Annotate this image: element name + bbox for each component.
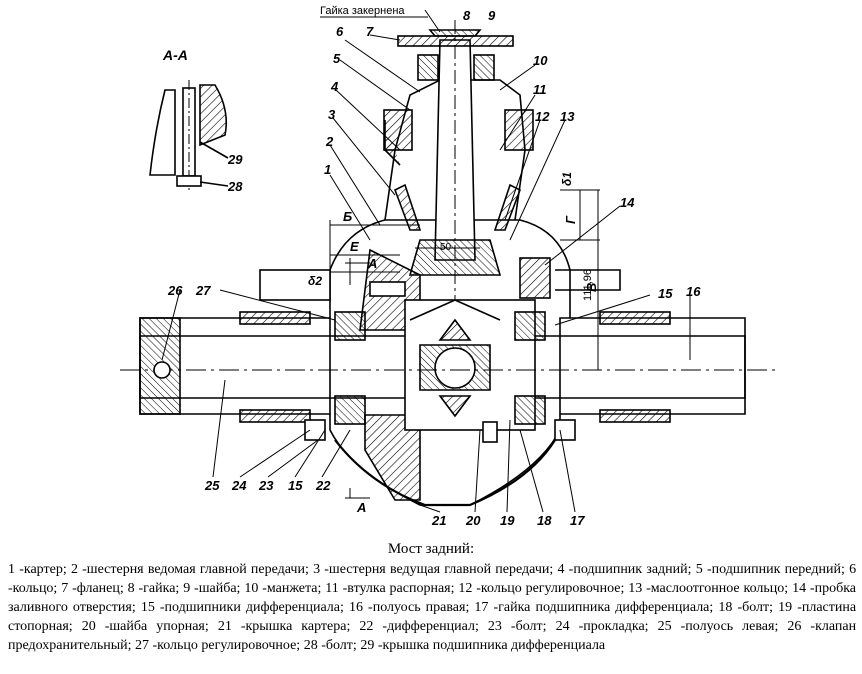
callout-19: 19 [500,513,515,528]
callout-1: 1 [324,162,331,177]
dim-delta2-label: δ2 [308,274,322,288]
callout-15-right: 15 [658,286,673,301]
legend-item: 4 -подшипник задний; [557,562,692,577]
right-axle-housing [559,317,746,415]
callout-21: 21 [431,513,446,528]
top-note: Гайка закернена [320,5,405,17]
left-diff-bearing [334,311,366,341]
callout-4: 4 [330,79,339,94]
callout-10: 10 [533,53,548,68]
callout-8: 8 [463,8,471,23]
callout-25: 25 [204,478,220,493]
parts-legend: 1 -картер; 2 -шестерня ведомая главной п… [8,560,856,655]
legend-item: 23 -болт; [487,619,547,634]
section-label: А-А [162,47,188,63]
legend-item: 10 -манжета; [244,581,322,596]
legend-item: 27 -кольцо регулировочное; [134,638,301,653]
callout-23: 23 [258,478,274,493]
dim-v-label: В [584,283,599,292]
dim-g-label: Г [563,215,578,224]
callout-13: 13 [560,109,575,124]
legend-item: 9 -шайба; [183,581,241,596]
callout-3: 3 [328,107,336,122]
legend-item: 18 -болт; [718,600,774,615]
callout-20: 20 [465,513,481,528]
callout-27: 27 [195,283,211,298]
legend-item: 20 -шайба упорная; [81,619,209,634]
legend-item: 24 -прокладка; [555,619,649,634]
callout-9: 9 [488,8,496,23]
callout-5: 5 [333,51,341,66]
rear-axle-section-drawing: Гайка закернена А-А 1 2 3 4 5 6 7 8 9 10… [120,5,780,528]
legend-item: 6 -кольцо; [8,562,857,596]
legend-item: 17 -гайка подшипника дифференциала; [474,600,714,615]
dim-a-upper-label: А [367,256,377,271]
legend-item: 26 -клапан предохранительный; [8,619,857,653]
callout-2: 2 [325,134,334,149]
legend-item: 3 -шестерня ведущая главной передачи; [313,562,554,577]
left-housing-flange [239,311,311,325]
callout-11: 11 [533,82,547,97]
right-housing-flange [599,311,671,325]
pinion-gear [408,239,502,276]
legend-item: 15 -подшипники дифференциала; [140,600,344,615]
lower-cover [334,439,556,507]
callout-18: 18 [537,513,552,528]
callout-6: 6 [336,24,344,39]
callout-26: 26 [167,283,183,298]
callout-7: 7 [366,24,374,39]
dim-a-lower-label: А [356,500,366,515]
callout-28: 28 [227,179,243,194]
legend-item: 21 -крышка картера; [217,619,351,634]
legend-item: 5 -подшипник передний; [695,562,845,577]
legend-item: 1 -картер; [8,562,67,577]
legend-item: 22 -дифференциал; [359,619,479,634]
right-diff-bearing [514,311,546,341]
dim-111-label: 111,96 [582,269,594,301]
dim-50-label: 50 [440,242,452,253]
callout-17: 17 [570,513,585,528]
dim-delta1-label: δ1 [560,172,574,186]
legend-item: 7 -фланец; [61,581,124,596]
caption-title: Мост задний: [387,541,475,557]
legend-item: 12 -кольцо регулировочное; [458,581,625,596]
legend-item: 16 -полуось правая; [348,600,470,615]
dim-e-label: Е [350,239,359,254]
legend-item: 29 -крышка подшипника дифференциала [360,638,606,653]
legend-item: 8 -гайка; [127,581,180,596]
callout-15-left: 15 [288,478,303,493]
legend-item: 19 -пластина стопорная; [8,600,857,634]
dim-b-label: Б [343,209,352,224]
section-a-a-inset [149,80,229,190]
callout-14: 14 [620,195,635,210]
legend-item: 2 -шестерня ведомая главной передачи; [70,562,309,577]
callout-12: 12 [535,109,550,124]
callout-22: 22 [315,478,331,493]
flange [397,35,514,47]
legend-item: 25 -полуось левая; [657,619,779,634]
callout-29: 29 [227,152,243,167]
legend-item: 28 -болт; [303,638,357,653]
legend-item: 13 -маслоотгонное кольцо; [628,581,789,596]
legend-item: 11 -втулка распорная; [325,581,455,596]
legend-item: 14 -пробка заливного отверстия; [8,581,857,615]
callout-16: 16 [686,284,701,299]
bolt-23 [304,419,326,441]
callout-24: 24 [231,478,247,493]
